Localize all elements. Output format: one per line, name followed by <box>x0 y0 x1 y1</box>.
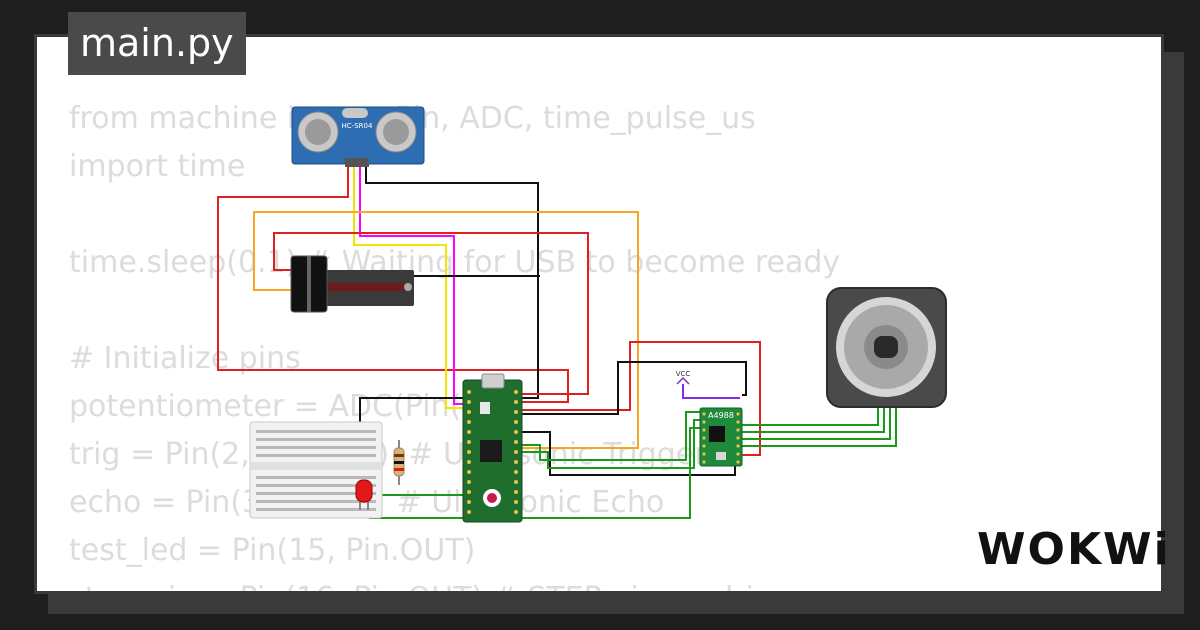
wire-orange-pot <box>253 211 639 449</box>
wire-green-enable <box>369 427 700 519</box>
vcc-label: VCC <box>676 370 691 378</box>
wire-green-led <box>379 450 466 496</box>
a4988-driver[interactable]: A4988 <box>699 407 743 467</box>
wire-green-m3 <box>742 405 891 440</box>
wire-black-gnd <box>365 166 539 399</box>
code-line: step_pin = Pin(16, Pin.OUT) # STEP pin o… <box>69 575 840 591</box>
wire-green-dir <box>520 419 700 469</box>
wire-red-driver <box>520 341 761 456</box>
vcc-marker: VCC <box>676 370 691 385</box>
wire-purple-vcc <box>682 384 740 399</box>
stepper-motor[interactable] <box>826 287 947 408</box>
ultrasonic-label: HC-SR04 <box>342 122 373 130</box>
wire-black-driver-gnd <box>520 431 736 476</box>
code-line: test_led = Pin(15, Pin.OUT) <box>69 533 476 568</box>
raspberry-pi-pico[interactable] <box>462 373 523 523</box>
wire-green-m1 <box>742 405 879 426</box>
wire-green-step <box>520 411 700 461</box>
wire-green-m2 <box>742 405 885 433</box>
driver-label: A4988 <box>708 411 734 420</box>
breadboard <box>249 421 383 519</box>
code-line: time.sleep(0.1) # Waiting for USB to bec… <box>69 245 841 280</box>
wokwi-logo: WOKWi <box>977 524 1171 575</box>
wire-black-driver <box>520 361 747 415</box>
wire-black-breadboard <box>359 397 466 425</box>
wire-red-pot <box>273 232 589 395</box>
wire-green-m4 <box>742 405 897 447</box>
led-red[interactable] <box>355 479 373 510</box>
wire-red-vcc <box>217 166 569 403</box>
slide-potentiometer[interactable] <box>290 255 414 313</box>
preview-card: from machine import Pin, ADC, time_pulse… <box>34 34 1164 594</box>
ultrasonic-sensor[interactable]: HC-SR04 <box>291 106 425 167</box>
wire-yellow-trig <box>353 166 466 409</box>
file-tab[interactable]: main.py <box>68 12 246 75</box>
wires <box>217 166 897 519</box>
resistor[interactable] <box>393 440 405 485</box>
code-line: import time <box>69 149 246 184</box>
